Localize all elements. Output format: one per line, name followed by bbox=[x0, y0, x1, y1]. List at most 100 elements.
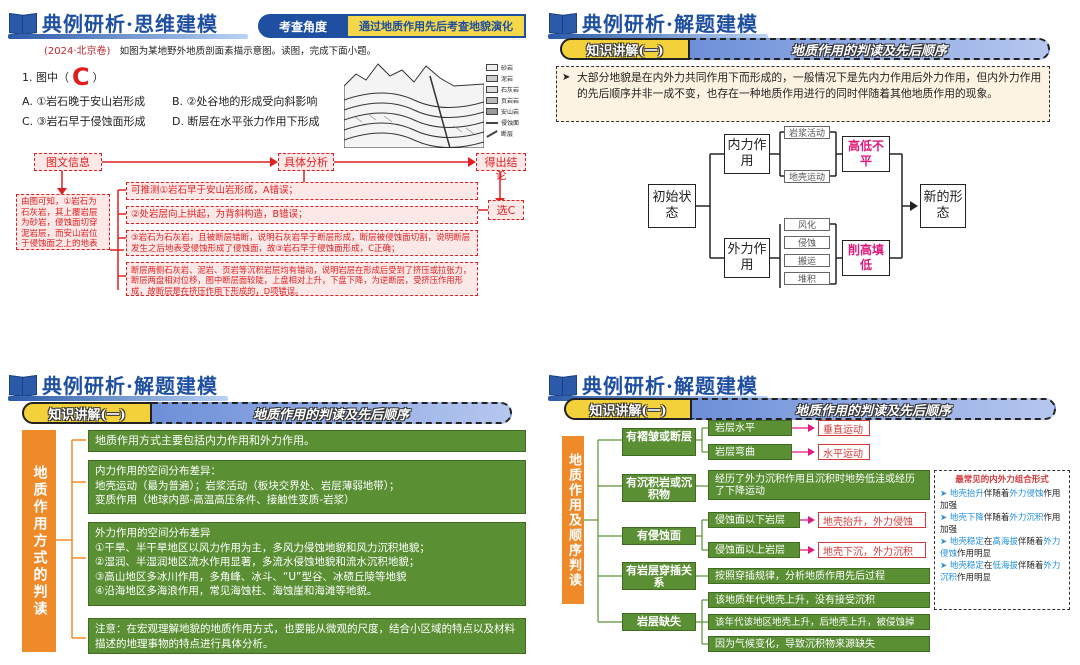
legend-item: 页岩岩 bbox=[501, 98, 520, 105]
legend-item: 侵蚀面 bbox=[501, 120, 520, 127]
inner-force: 内力作用 bbox=[724, 134, 770, 174]
note-seg: 外力沉积 bbox=[940, 561, 1061, 583]
category-erosion-surface: 有侵蚀面 bbox=[622, 527, 696, 545]
step-conclusion: 得出结论 bbox=[476, 153, 526, 182]
geology-profile-sketch bbox=[343, 56, 485, 149]
note-seg: 地壳下降 bbox=[949, 513, 984, 523]
panel3-header: 典例研析·解题建模 bbox=[8, 370, 218, 399]
subsidence-deposition: 地壳下沉，外力沉积 bbox=[818, 542, 926, 558]
question-end: ） bbox=[92, 71, 104, 84]
note-seg: 伴随着 bbox=[1017, 561, 1044, 571]
note-seg: 地壳稳定 bbox=[949, 561, 984, 571]
answer-mark: C bbox=[72, 63, 90, 91]
panel3-section-tag: 知识讲解(一) 地质作用的判读及先后顺序 bbox=[22, 402, 512, 424]
legend-item: 安山岩 bbox=[501, 109, 520, 116]
note-seg: 伴随着 bbox=[983, 489, 1010, 499]
analysis-a: 可推测①岩石早于安山岩形成，A错误； bbox=[126, 182, 478, 200]
option-a: A. ①岩石晚于安山岩形成 bbox=[22, 95, 146, 108]
note-seg: 地壳稳定 bbox=[949, 537, 984, 547]
panel4-side-label: 地质作用及顺序判读 bbox=[562, 436, 584, 604]
note-seg: 外力沉积 bbox=[1009, 513, 1044, 523]
note-line-4: ➤ 地壳稳定在低海拔伴随着外力沉积作用明显 bbox=[940, 561, 1061, 583]
question-intro: (2024·北京卷) 如图为某地野外地质剖面素描示意图。读图，完成下面小题。 bbox=[44, 44, 376, 59]
arrow-bullet-icon: ➤ bbox=[562, 72, 571, 83]
uneven-result: 高低不平 bbox=[842, 136, 890, 172]
panel1-title: 典例研析·思维建模 bbox=[42, 12, 218, 36]
note-seg: 伴随着 bbox=[983, 513, 1010, 523]
panel2-header: 典例研析·解题建模 bbox=[548, 8, 758, 37]
header-underline bbox=[8, 396, 228, 401]
missing-reason-2: 该年代该地区地壳上升，后地壳上升，被侵蚀掉 bbox=[708, 614, 930, 630]
conclusion-answer: 选C bbox=[488, 200, 524, 220]
panel3-title: 典例研析·解题建模 bbox=[42, 374, 218, 398]
step-analysis: 具体分析 bbox=[278, 153, 334, 171]
combination-note: 最常见的内外力组合形式 ➤ 地壳抬升伴随着外力侵蚀作用加强 ➤ 地壳下降伴随着外… bbox=[934, 470, 1070, 610]
note-line-3: ➤ 地壳稳定在高海拔伴随着外力侵蚀作用明显 bbox=[940, 537, 1061, 559]
sketch-legend: 砂岩 泥岩 石灰岩 页岩岩 安山岩 侵蚀面 断层 bbox=[486, 62, 526, 139]
book-icon bbox=[8, 374, 38, 396]
inner-line2: 变质作用（地球内部-高温高压条件、接触性变质-岩浆） bbox=[95, 494, 355, 506]
section-tag-left: 知识讲解(一) bbox=[22, 402, 152, 424]
note-seg: 在 bbox=[983, 561, 993, 571]
attention-note: 注意：在宏观理解地貌的地质作用方式，也要能从微观的尺度，结合小区域的特点以及材料… bbox=[88, 618, 526, 654]
uplift-erosion: 地壳抬升，外力侵蚀 bbox=[818, 512, 926, 528]
analysis-b: ②处岩层向上拱起，为背斜构造，B错误； bbox=[126, 206, 478, 224]
force-types: 地质作用方式主要包括内力作用和外力作用。 bbox=[88, 430, 526, 452]
book-icon bbox=[548, 12, 578, 34]
strata-horizontal: 岩层水平 bbox=[708, 420, 792, 436]
note-seg: 在 bbox=[983, 537, 993, 547]
note-seg: 外力侵蚀 bbox=[940, 537, 1061, 559]
panel3-side-label: 地质作用方式的判读 bbox=[22, 430, 56, 652]
panel4-title: 典例研析·解题建模 bbox=[582, 374, 758, 398]
outer-line4: ④沿海地区多海浪作用，常见海蚀柱、海蚀崖和海滩等地貌。 bbox=[95, 585, 378, 597]
crustal-movement: 地壳运动 bbox=[784, 170, 830, 183]
outer-line3: ③高山地区多冰川作用，多角峰、冰斗、“U”型谷、冰碛丘陵等地貌 bbox=[95, 570, 407, 583]
strata-bent: 岩层弯曲 bbox=[708, 444, 792, 460]
book-icon bbox=[8, 12, 38, 34]
section-tag-right: 地质作用的判读及先后顺序 bbox=[692, 398, 1056, 420]
below-erosion-surface: 侵蚀面以下岩层 bbox=[708, 512, 800, 528]
legend-item: 泥岩 bbox=[501, 76, 514, 83]
initial-state: 初始状态 bbox=[648, 184, 696, 228]
outer-line1: ①干旱、半干旱地区以风力作用为主，多风力侵蚀地貌和风力沉积地貌； bbox=[95, 541, 430, 554]
info-detail: 由图可知，①岩石为石灰岩，其上覆岩层为砂岩，侵蚀面切穿泥岩层，而安山岩位于侵蚀面… bbox=[16, 194, 110, 250]
section-tag-left: 知识讲解(一) bbox=[560, 38, 690, 60]
outer-force: 外力作用 bbox=[724, 238, 770, 278]
missing-reason-1: 该地质年代地壳上升，没有接受沉积 bbox=[708, 592, 930, 608]
category-fold-fault: 有褶皱或断层 bbox=[622, 428, 696, 456]
note-title: 最常见的内外力组合形式 bbox=[955, 475, 1049, 485]
sediment-explanation: 经历了外力沉积作用且沉积时地势低洼或经历了下降运动 bbox=[708, 470, 930, 500]
above-erosion-surface: 侵蚀面以上岩层 bbox=[708, 542, 800, 558]
vertical-movement: 垂直运动 bbox=[818, 420, 870, 436]
question-text: 1. 图中（ bbox=[22, 71, 69, 84]
note-seg: 作用加强 bbox=[940, 489, 1061, 511]
intro-text: 如图为某地野外地质剖面素描示意图。读图，完成下面小题。 bbox=[119, 46, 377, 57]
weathering: 风化 bbox=[784, 218, 830, 231]
category-intrusion: 有岩层穿插关系 bbox=[622, 562, 696, 590]
panel2-bullet-box: ➤ 大部分地貌是在内外力共同作用下而形成的，一般情况下是先内力作用后外力作用，但… bbox=[556, 66, 1050, 122]
outer-line2: ②湿润、半湿润地区流水作用显著，多流水侵蚀地貌和流水沉积地貌； bbox=[95, 556, 420, 568]
book-icon bbox=[548, 374, 578, 396]
panel3-bracket bbox=[56, 439, 86, 639]
category-sediment: 有沉积岩或沉积物 bbox=[622, 474, 696, 502]
note-line-2: ➤ 地壳下降伴随着外力沉积作用加强 bbox=[940, 513, 1061, 535]
panel2-title: 典例研析·解题建模 bbox=[582, 12, 758, 36]
magma-activity: 岩浆活动 bbox=[784, 126, 830, 139]
option-b: B. ②处谷地的形成受向斜影响 bbox=[172, 95, 318, 108]
note-seg: 低海拔 bbox=[992, 561, 1018, 571]
outer-force-distribution: 外力作用的空间分布差异 ①干旱、半干旱地区以风力作用为主，多风力侵蚀地貌和风力沉… bbox=[88, 522, 526, 606]
horizontal-movement: 水平运动 bbox=[818, 444, 870, 460]
missing-reason-3: 因为气候变化，导致沉积物来源缺失 bbox=[708, 636, 930, 652]
note-seg: 外力侵蚀 bbox=[1009, 489, 1044, 499]
header-underline bbox=[548, 34, 768, 39]
section-tag-right: 地质作用的判读及先后顺序 bbox=[152, 402, 512, 424]
erosion: 侵蚀 bbox=[784, 236, 830, 249]
inner-force-distribution: 内力作用的空间分布差异： 地壳运动（最为普遍）；岩浆活动（板块交界处、岩层薄弱地… bbox=[88, 460, 526, 514]
option-d: D. 断层在水平张力作用下形成 bbox=[172, 115, 320, 128]
bullet-text: 大部分地貌是在内外力共同作用下而形成的，一般情况下是先内力作用后外力作用，但内外… bbox=[577, 71, 1042, 100]
analysis-d: 断层两侧石灰岩、泥岩、页岩等沉积岩层均有错动，说明岩层在形成后受到了挤压或拉张力… bbox=[126, 262, 478, 296]
exam-source: (2024·北京卷) bbox=[44, 46, 111, 57]
note-line-1: ➤ 地壳抬升伴随着外力侵蚀作用加强 bbox=[940, 489, 1061, 511]
option-c: C. ③岩石早于侵蚀面形成 bbox=[22, 115, 146, 128]
panel2-section-tag: 知识讲解(一) 地质作用的判读及先后顺序 bbox=[560, 38, 1050, 60]
